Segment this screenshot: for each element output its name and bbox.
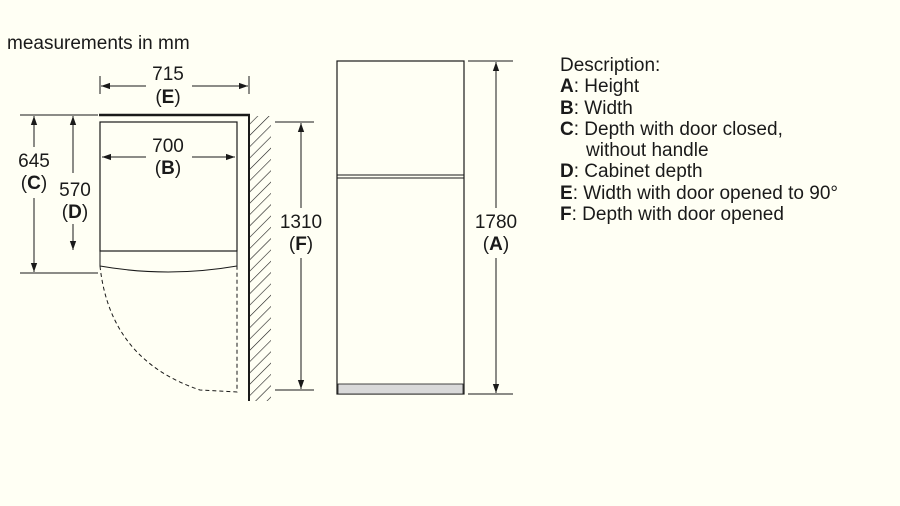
dim-c-label: (C) [21, 173, 47, 194]
dim-e-label: (E) [155, 87, 180, 108]
dim-a-value: 1780 [475, 212, 517, 233]
dim-d-label: (D) [62, 202, 88, 223]
legend-letter: C [560, 118, 574, 140]
fridge-plinth [337, 383, 464, 395]
legend-text: : Depth with door closed, [573, 118, 783, 140]
dim-d-letter: D [68, 202, 82, 223]
legend-item-f: F: Depth with door opened [560, 204, 838, 225]
dim-b-value: 700 [152, 136, 184, 157]
dim-d-value: 570 [59, 180, 91, 201]
legend-text: : Depth with door opened [571, 204, 784, 226]
dim-a-label: (A) [483, 234, 509, 255]
legend-text: : Width [573, 97, 633, 119]
legend-item-c: C: Depth with door closed, [560, 119, 838, 140]
wall-hatch [249, 116, 271, 401]
legend-item-d: D: Cabinet depth [560, 161, 838, 182]
legend-text: : Height [573, 76, 640, 98]
legend-letter: F [560, 204, 572, 226]
legend-letter: A [560, 76, 574, 98]
top-view: 715 (E) 700 (B) 645 (C) 570 (D) 1310 (F) [18, 64, 322, 401]
legend: Description: A: Height B: Width C: Depth… [560, 55, 838, 225]
dim-e-value: 715 [152, 64, 184, 85]
legend-item-e: E: Width with door opened to 90° [560, 183, 838, 204]
dim-f-label: (F) [289, 234, 313, 255]
legend-letter: E [560, 182, 573, 204]
fridge-body [336, 60, 465, 395]
dim-b-letter: B [161, 158, 175, 179]
legend-text: : Cabinet depth [573, 161, 703, 183]
legend-letter: D [560, 161, 574, 183]
door-closed [99, 250, 238, 273]
dim-b-label: (B) [155, 158, 181, 179]
dim-f-value: 1310 [280, 212, 322, 233]
legend-text: : Width with door opened to 90° [572, 182, 839, 204]
legend-text: without handle [586, 140, 709, 162]
legend-item-c-cont: without handle [560, 140, 838, 161]
dim-c-value: 645 [18, 151, 50, 172]
dim-a-letter: A [489, 234, 503, 255]
legend-item-b: B: Width [560, 98, 838, 119]
legend-letter: B [560, 97, 574, 119]
door-swing-arc [99, 265, 238, 393]
legend-item-a: A: Height [560, 76, 838, 97]
dim-f-letter: F [295, 234, 307, 255]
dim-c-letter: C [27, 173, 41, 194]
front-view: 1780 (A) [336, 60, 517, 395]
dim-e-letter: E [162, 87, 175, 108]
units-note: measurements in mm [7, 33, 190, 54]
legend-title: Description: [560, 55, 661, 76]
